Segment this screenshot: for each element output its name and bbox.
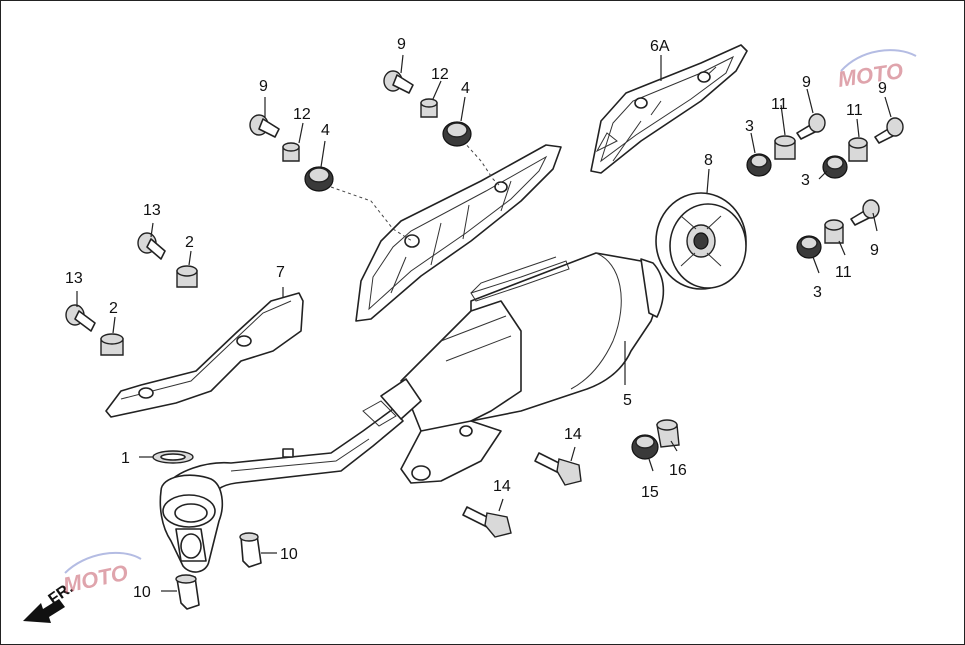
- callout-4: 4: [321, 122, 330, 139]
- watermark-text: MOTO: [836, 58, 904, 92]
- clip-10: [239, 532, 262, 568]
- callout-13: 13: [143, 202, 161, 219]
- callout-6a: 6A: [650, 38, 670, 55]
- gasket-1: [152, 450, 194, 464]
- bolt-9: [796, 113, 826, 140]
- grommet-3: [746, 153, 772, 177]
- grommet-4: [442, 121, 472, 147]
- bolt-9: [383, 70, 414, 94]
- callout-2: 2: [185, 234, 194, 251]
- callout-9: 9: [259, 78, 268, 95]
- callout-14: 14: [564, 426, 582, 443]
- watermark-logo: MOTO: [61, 551, 142, 598]
- spacer-2: [176, 265, 198, 288]
- callouts: 9 12 4 9 12 4 6A 9 11 3 8 11 9 3 9 11 3 …: [65, 36, 887, 601]
- spacer-2: [100, 333, 124, 356]
- collar-11: [824, 219, 844, 244]
- muffler-5: [362, 252, 665, 484]
- spacer-16: [656, 419, 680, 448]
- alignment-line: [462, 140, 502, 188]
- grommet-3: [796, 235, 822, 259]
- callout-11: 11: [846, 102, 863, 119]
- callout-12: 12: [431, 66, 449, 83]
- collar-11: [774, 135, 796, 160]
- callout-4: 4: [461, 80, 470, 97]
- callout-11: 11: [835, 264, 852, 281]
- callout-13: 13: [65, 270, 83, 287]
- spacer-12: [420, 98, 438, 118]
- heat-shield-4: [355, 144, 562, 322]
- watermark-text: MOTO: [61, 560, 130, 598]
- callout-12: 12: [293, 106, 311, 123]
- callout-11: 11: [771, 96, 788, 113]
- callout-9: 9: [802, 74, 811, 91]
- bolt-9: [249, 114, 280, 138]
- heat-shield-6a: [590, 44, 748, 174]
- callout-16: 16: [669, 462, 687, 479]
- bolt-13: [65, 304, 96, 332]
- callout-2: 2: [109, 300, 118, 317]
- callout-5: 5: [623, 392, 632, 409]
- grommet-3: [822, 155, 848, 179]
- heat-shield-7: [105, 292, 304, 418]
- bolt-14: [462, 506, 512, 538]
- bolt-9: [874, 117, 904, 144]
- grommet-15: [631, 434, 659, 460]
- clip-10: [175, 574, 200, 610]
- bolt-9: [850, 199, 880, 226]
- grommet-4: [304, 166, 334, 192]
- watermark-logo: MOTO: [836, 49, 917, 92]
- callout-14: 14: [493, 478, 511, 495]
- alignment-line: [330, 186, 413, 242]
- end-cap-8: [655, 192, 747, 290]
- collar-11: [848, 137, 868, 162]
- callout-15: 15: [641, 484, 659, 501]
- callout-9: 9: [397, 36, 406, 53]
- callout-3: 3: [801, 172, 810, 189]
- bolt-14: [534, 452, 582, 486]
- callout-8: 8: [704, 152, 713, 169]
- spacer-12: [282, 142, 300, 162]
- bolt-13: [137, 232, 166, 260]
- callout-10: 10: [133, 584, 151, 601]
- callout-3: 3: [813, 284, 822, 301]
- leader-lines: [76, 54, 892, 592]
- callout-10: 10: [280, 546, 298, 563]
- callout-3: 3: [745, 118, 754, 135]
- callout-9: 9: [870, 242, 879, 259]
- callout-9: 9: [878, 80, 887, 97]
- callout-1: 1: [121, 450, 130, 467]
- exhaust-header-pipe: [159, 408, 404, 573]
- callout-7: 7: [276, 264, 285, 281]
